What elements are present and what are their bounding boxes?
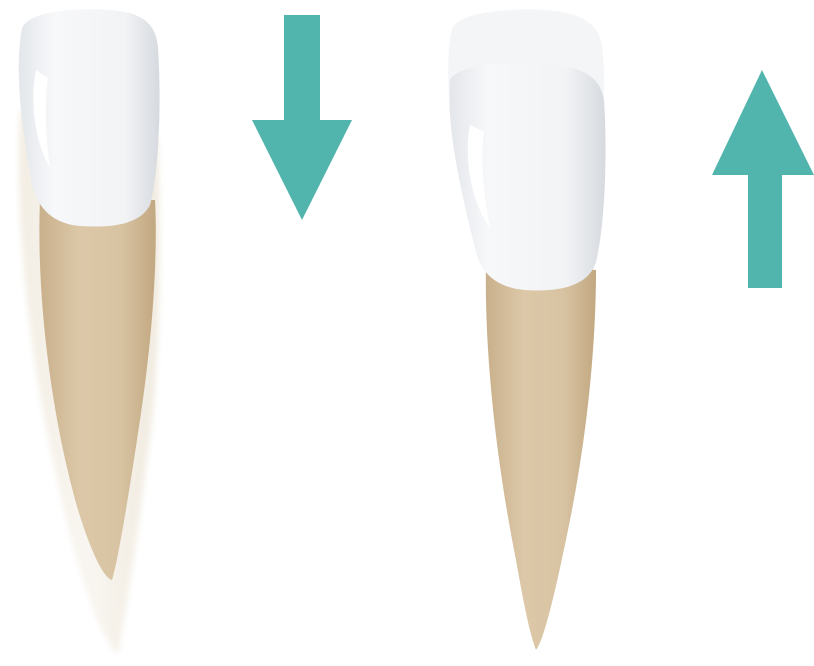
right-tooth [448,10,605,650]
arrow-up-icon [712,70,814,288]
arrow-down-icon [252,15,352,220]
right-tooth-root [486,260,596,650]
left-tooth [19,9,160,655]
